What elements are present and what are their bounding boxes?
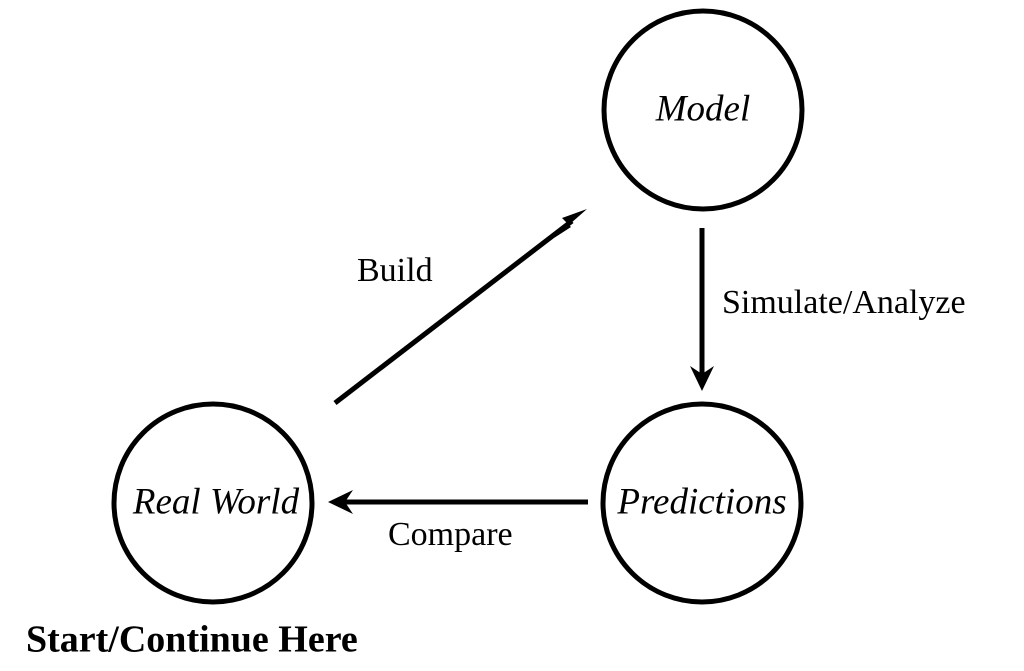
edge-compare: Compare (328, 490, 588, 553)
edge-label-compare: Compare (388, 516, 513, 553)
compare-arrow-head (328, 490, 353, 514)
node-real-world-label: Real World (132, 481, 300, 522)
node-model[interactable]: Model (601, 8, 805, 212)
build-arrow-head (554, 209, 587, 238)
node-predictions[interactable]: Predictions (600, 401, 804, 605)
simulate-analyze-arrow-head (690, 366, 714, 391)
edge-label-simulate-analyze: Simulate/Analyze (722, 284, 966, 321)
edge-build: Build (333, 209, 587, 405)
edge-label-build: Build (357, 252, 433, 289)
node-predictions-label: Predictions (616, 481, 786, 522)
node-model-label: Model (655, 88, 751, 129)
edge-simulate-analyze: Simulate/Analyze (690, 228, 966, 391)
build-arrow-line (333, 219, 574, 405)
start-continue-here-caption: Start/Continue Here (26, 619, 358, 661)
node-predictions-circle[interactable] (600, 401, 804, 605)
node-real-world[interactable]: Real World (111, 401, 315, 605)
node-real-world-circle[interactable] (111, 401, 315, 605)
node-model-circle[interactable] (601, 8, 805, 212)
